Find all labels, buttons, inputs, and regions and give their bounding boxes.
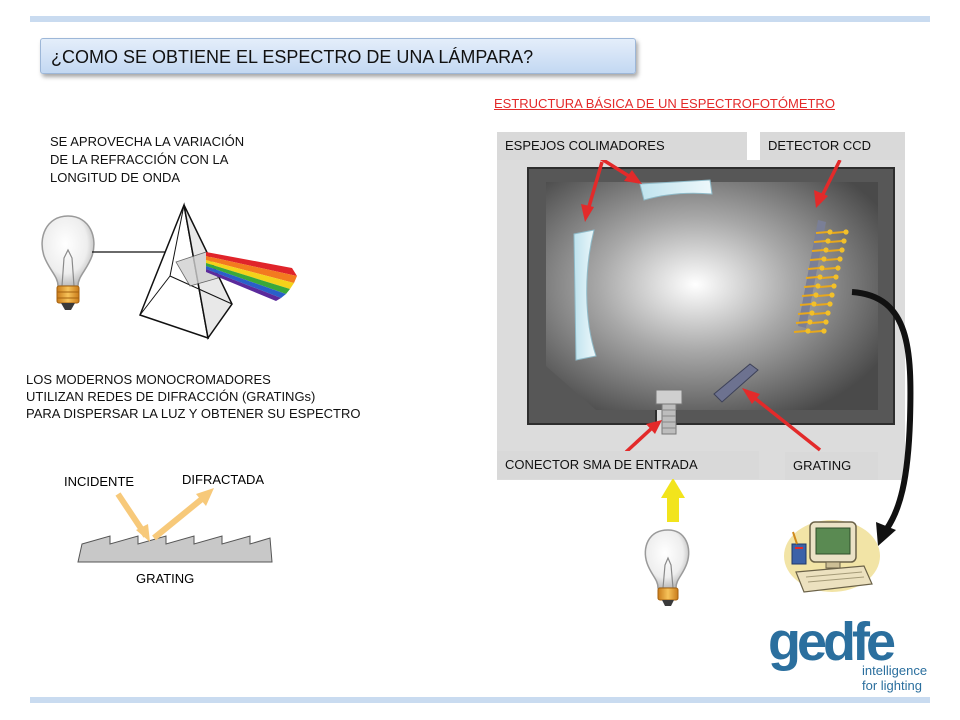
optical-chamber	[546, 182, 878, 410]
computer-icon	[784, 520, 880, 593]
label-collimating-mirrors: ESPEJOS COLIMADORES	[497, 132, 747, 160]
spectrophotometer-heading[interactable]: ESTRUCTURA BÁSICA DE UN ESPECTROFOTÓMETR…	[494, 96, 835, 111]
red-arrow-mirror-1	[581, 161, 604, 222]
grating-surface	[77, 535, 273, 563]
sma-connector	[655, 389, 683, 435]
red-arrow-detector	[814, 159, 842, 208]
collimating-mirror-1	[573, 229, 597, 361]
red-arrow-grating	[742, 388, 822, 452]
diffraction-grating	[713, 363, 759, 403]
signal-cable	[851, 289, 914, 546]
mono-text-line-1: LOS MODERNOS MONOCROMADORES	[26, 372, 271, 387]
lamp-icon-bottom	[644, 529, 690, 606]
prism-text-line-2: DE LA REFRACCIÓN CON LA	[50, 152, 229, 167]
collimating-mirror-2	[639, 179, 713, 201]
grating-label-left: GRATING	[136, 571, 194, 586]
top-rule	[30, 16, 930, 22]
red-arrow-mirror-2	[599, 156, 642, 184]
prism-text-line-3: LONGITUD DE ONDA	[50, 170, 181, 185]
logo-tagline-1: intelligence	[862, 663, 927, 678]
diffracted-ray-arrow	[152, 488, 214, 541]
logo-brand: gedfe	[768, 612, 895, 672]
label-ccd-detector: DETECTOR CCD	[760, 132, 905, 160]
logo-tagline-2: for lighting	[862, 678, 922, 693]
ccd-detector-bar	[798, 220, 826, 328]
rainbow-spectrum	[206, 252, 297, 301]
incident-label: INCIDENTE	[64, 474, 134, 489]
yellow-input-arrow	[661, 478, 685, 522]
ccd-detector-pins	[793, 229, 849, 334]
label-sma-connector: CONECTOR SMA DE ENTRADA	[497, 451, 759, 479]
incident-ray-arrow	[115, 492, 150, 542]
prism-text-line-1: SE APROVECHA LA VARIACIÓN	[50, 134, 245, 149]
lamp-icon-left	[41, 215, 95, 310]
mono-text-line-3: PARA DISPERSAR LA LUZ Y OBTENER SU ESPEC…	[26, 406, 361, 421]
label-grating-right: GRATING	[785, 452, 878, 480]
mono-text-line-2: UTILIZAN REDES DE DIFRACCIÓN (GRATINGs)	[26, 389, 316, 404]
bottom-rule	[30, 697, 930, 703]
gedfe-logo: gedfe intelligence for lighting	[768, 612, 927, 693]
slide-title: ¿COMO SE OBTIENE EL ESPECTRO DE UNA LÁMP…	[40, 38, 636, 74]
red-arrow-connector	[624, 420, 662, 454]
diffracted-label: DIFRACTADA	[182, 472, 264, 487]
